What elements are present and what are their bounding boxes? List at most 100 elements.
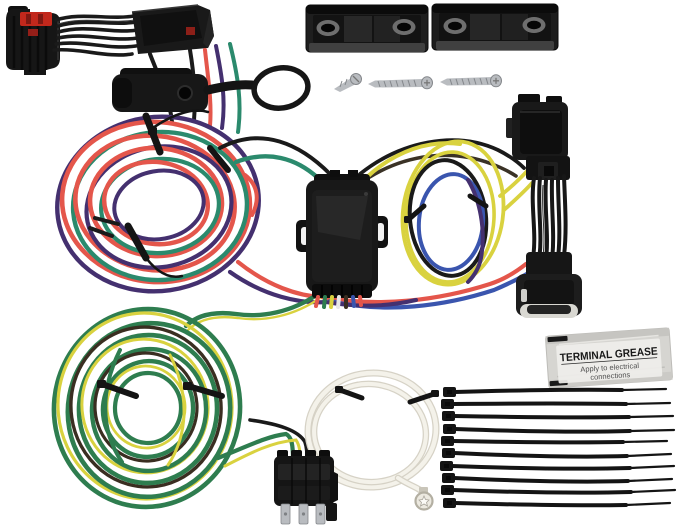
wire-stub bbox=[336, 295, 341, 309]
bottom-wire-coil bbox=[51, 306, 243, 510]
cable-tie bbox=[441, 436, 669, 446]
cable-tie bbox=[441, 485, 677, 495]
jumper-wires bbox=[52, 14, 140, 57]
screw-threads bbox=[339, 78, 348, 88]
wire-strand bbox=[305, 370, 439, 490]
bracket-hole bbox=[397, 22, 411, 32]
cable-tie-bundle bbox=[440, 387, 677, 508]
wire-strand bbox=[112, 370, 184, 446]
harness-connector-plug bbox=[131, 4, 214, 54]
cap-strap bbox=[203, 80, 257, 95]
box-glint bbox=[364, 192, 368, 196]
screw-point bbox=[368, 80, 375, 88]
wire-highlight bbox=[542, 184, 545, 256]
wire-strand bbox=[556, 176, 562, 260]
wire-strand bbox=[52, 47, 134, 57]
wire-highlight bbox=[57, 19, 135, 25]
wire-strand bbox=[233, 154, 321, 181]
cable-tie bbox=[443, 424, 676, 434]
plug-bottom-core bbox=[527, 305, 571, 314]
connector-face-upper bbox=[278, 464, 330, 480]
bracket-lip bbox=[436, 41, 554, 50]
plug-slot-light bbox=[521, 289, 527, 302]
cable-tie-tail bbox=[148, 109, 210, 132]
wire-strand bbox=[358, 138, 526, 176]
bracket-hole bbox=[321, 23, 335, 33]
wire-strand bbox=[366, 153, 518, 180]
cable-tie-head bbox=[183, 382, 192, 390]
grease-packet: TERMINAL GREASE Apply to electrical conn… bbox=[545, 327, 673, 389]
wire-strand bbox=[56, 26, 140, 34]
connector-dividers bbox=[291, 458, 321, 504]
wire-strand bbox=[324, 298, 418, 308]
cable-tie-band bbox=[407, 391, 437, 405]
middle-loop-ties bbox=[404, 193, 489, 223]
cap-body bbox=[112, 74, 208, 112]
bracket-boss bbox=[344, 16, 372, 42]
grease-packet-subtitle: connections bbox=[590, 370, 631, 382]
lower-plug-neck bbox=[526, 252, 572, 280]
wire-strand bbox=[89, 346, 209, 474]
bracket-top-edge bbox=[306, 5, 428, 14]
connector-highlight bbox=[131, 4, 199, 13]
mounting-bracket bbox=[431, 3, 559, 51]
red-lock-tab bbox=[20, 12, 52, 26]
box-face bbox=[312, 190, 372, 282]
packet-title-underline bbox=[561, 357, 658, 365]
wire-strand bbox=[530, 176, 537, 260]
cable-tie-head bbox=[431, 390, 439, 397]
t-connector bbox=[506, 94, 582, 318]
dust-cap bbox=[112, 65, 311, 112]
bracket-lip bbox=[309, 43, 425, 52]
wire-strand bbox=[56, 34, 140, 41]
cable-tie-band bbox=[185, 383, 225, 399]
packet-seal-top bbox=[545, 327, 670, 345]
vehicle-connector-plug bbox=[6, 6, 60, 75]
wire-strand bbox=[549, 178, 556, 262]
box-wire-stubs bbox=[314, 295, 363, 309]
wire-strand bbox=[502, 181, 534, 212]
screw-point bbox=[440, 78, 447, 86]
connector-face bbox=[140, 10, 202, 46]
connector-side-tab bbox=[330, 470, 338, 504]
white-wire-ties bbox=[335, 386, 439, 405]
wire-stub bbox=[351, 295, 356, 308]
ring-terminal-star-hole bbox=[418, 494, 430, 507]
wire-strand bbox=[319, 261, 529, 305]
screw-short bbox=[334, 73, 362, 92]
wire-strand bbox=[76, 332, 220, 486]
wire-strand bbox=[562, 174, 568, 258]
wire-strand bbox=[65, 320, 233, 500]
mounting-bracket bbox=[305, 4, 429, 53]
wire-strand bbox=[93, 351, 199, 463]
converter-input-wires bbox=[218, 136, 526, 181]
wire-end bbox=[88, 226, 114, 238]
red-tab-notch bbox=[38, 14, 43, 24]
red-detail bbox=[186, 27, 195, 35]
packet-crinkle bbox=[558, 334, 659, 346]
wire-stub bbox=[314, 295, 320, 308]
bottom-coil-ties bbox=[97, 380, 225, 399]
white-ground-wire bbox=[304, 369, 440, 497]
connector-side bbox=[203, 10, 214, 48]
converter-box bbox=[296, 170, 388, 309]
connector-face-lower bbox=[278, 486, 330, 500]
wire-strand bbox=[51, 306, 243, 510]
ground-pin-housing bbox=[326, 503, 337, 521]
wire-strand bbox=[312, 381, 428, 485]
wire-strand bbox=[404, 150, 496, 284]
wire-strand bbox=[56, 20, 138, 28]
screw-threads bbox=[377, 79, 417, 88]
t-connector-wire-bundle bbox=[530, 174, 568, 262]
screw-threads bbox=[449, 77, 489, 86]
box-bump bbox=[348, 170, 358, 177]
cable-tie-head bbox=[335, 386, 343, 393]
cable-tie bbox=[443, 498, 672, 508]
cable-tie-band bbox=[337, 387, 365, 401]
cable-tie-head bbox=[97, 380, 106, 388]
left-wire-coil bbox=[55, 114, 261, 294]
box-bump bbox=[330, 170, 340, 177]
red-tab-lower bbox=[28, 29, 38, 36]
packet-seal-mark bbox=[547, 335, 568, 343]
